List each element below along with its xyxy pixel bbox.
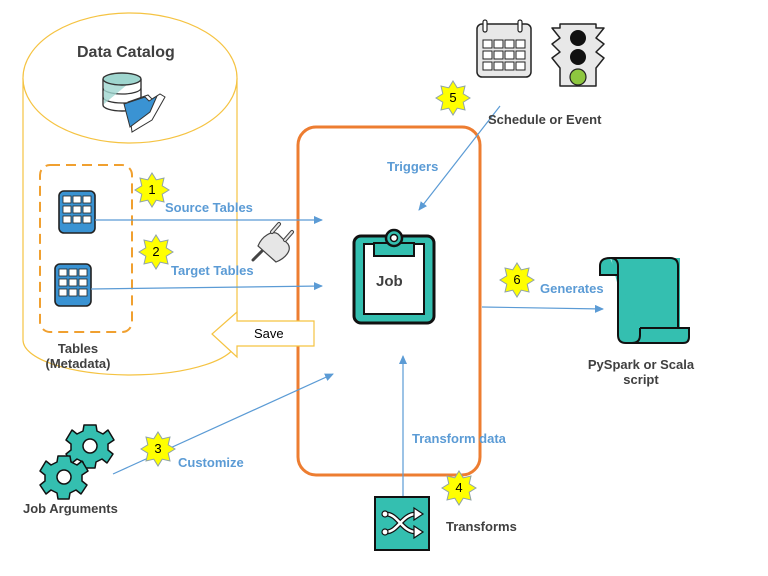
target-table-icon[interactable] [54, 263, 92, 307]
database-folder-icon [102, 72, 166, 133]
data-catalog-cylinder [22, 12, 238, 376]
step-badge-1 [134, 172, 170, 208]
step-badge-5 [435, 80, 471, 116]
calendar-icon [476, 19, 532, 78]
tables-metadata-label: Tables (Metadata) [38, 341, 118, 371]
script-label-line1: PySpark or Scala [587, 357, 695, 372]
source-tables-label: Source Tables [165, 200, 253, 215]
script-label-line2: script [623, 372, 659, 387]
tables-label-line1: Tables [57, 341, 99, 356]
target-tables-label: Target Tables [171, 263, 254, 278]
step-badge-3-number: 3 [154, 441, 162, 456]
job-label: Job [376, 273, 403, 290]
triggers-label: Triggers [387, 159, 439, 174]
triggers-arrow [418, 105, 501, 211]
transform-data-label: Transform data [412, 431, 506, 446]
traffic-light-icon [551, 23, 605, 87]
schedule-or-event-label: Schedule or Event [488, 112, 602, 127]
step-badge-3 [140, 431, 176, 467]
step-badge-2-number: 2 [152, 244, 160, 259]
step-badge-4 [441, 470, 477, 506]
tables-group-outline [39, 164, 133, 333]
transforms-label: Transforms [446, 519, 517, 534]
step-badge-4-number: 4 [455, 480, 463, 495]
connection-plug-icon [251, 222, 294, 263]
generates-label: Generates [540, 281, 604, 296]
job-clipboard-icon[interactable] [352, 228, 436, 325]
script-label: PySpark or Scala script [568, 357, 714, 387]
transforms-shuffle-icon[interactable] [374, 496, 430, 551]
step-badge-6 [499, 262, 535, 298]
tables-label-line2: (Metadata) [45, 356, 111, 371]
step-badge-6-number: 6 [513, 272, 521, 287]
step-badge-5-number: 5 [449, 90, 457, 105]
customize-label: Customize [178, 455, 244, 470]
save-arrow [211, 310, 315, 359]
step-badge-2 [138, 234, 174, 270]
script-scroll-icon[interactable] [599, 257, 690, 344]
job-container [296, 125, 482, 477]
generates-arrow [481, 304, 604, 313]
source-table-icon[interactable] [58, 190, 96, 234]
target-tables-arrow [90, 282, 323, 291]
data-catalog-title: Data Catalog [77, 44, 175, 61]
job-arguments-gears-icon[interactable] [39, 424, 115, 500]
step-badge-1-number: 1 [148, 182, 156, 197]
save-label: Save [254, 326, 284, 341]
job-arguments-label: Job Arguments [23, 501, 118, 516]
